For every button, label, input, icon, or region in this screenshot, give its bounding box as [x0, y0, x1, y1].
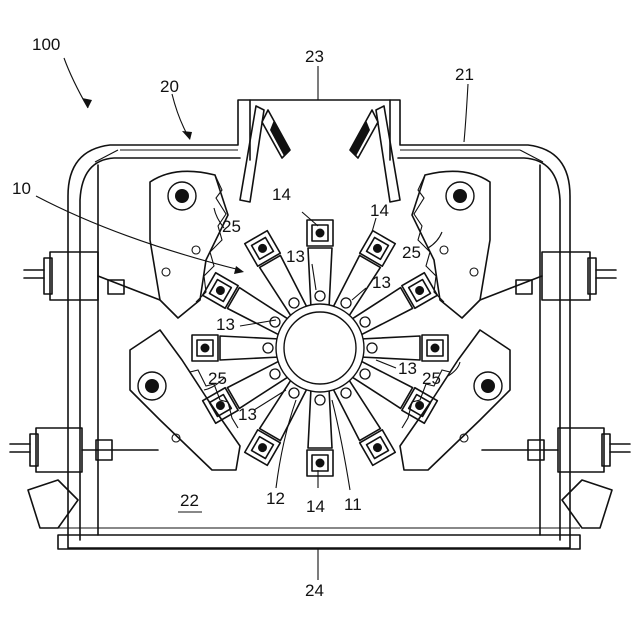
rotor-hub: [284, 312, 356, 384]
label-100: 100: [32, 35, 60, 54]
hammer-arm: [307, 220, 333, 308]
pin-hole: [339, 386, 353, 400]
label-10: 10: [12, 179, 31, 198]
label-13-top: 13: [286, 247, 305, 266]
pin-hole: [268, 315, 282, 329]
pin-hole: [367, 343, 377, 353]
label-25-left-lower: 25: [208, 369, 227, 388]
hammer-bolt-center: [431, 344, 440, 353]
label-14-right: 14: [370, 201, 389, 220]
label-22: 22: [180, 491, 199, 510]
label-25-right-lower: 25: [422, 369, 441, 388]
pin-hole: [358, 367, 372, 381]
hammer-bolt-center: [214, 284, 226, 296]
label-24: 24: [305, 581, 324, 600]
label-13-left-lower: 13: [238, 405, 257, 424]
pin-hole: [339, 296, 353, 310]
pin-hole: [287, 296, 301, 310]
hammer-arm: [348, 273, 437, 340]
hammer-bolt-center: [371, 441, 383, 453]
pin-hole: [268, 367, 282, 381]
hammer-bolt-center: [316, 459, 325, 468]
label-13-left: 13: [216, 315, 235, 334]
label-12: 12: [266, 489, 285, 508]
reference-labels: 100 20 23 21 10 14 14 25 25 13 13 13 13 …: [12, 35, 474, 600]
hammer-arm: [192, 335, 280, 361]
leader-lines: [36, 58, 468, 580]
label-25-right-upper: 25: [402, 243, 421, 262]
hammer-bolt-center: [201, 344, 210, 353]
hammer-bolt-center: [316, 229, 325, 238]
pin-hole: [315, 291, 325, 301]
label-21: 21: [455, 65, 474, 84]
label-14-bottom: 14: [306, 497, 325, 516]
feed-inlet: [240, 100, 400, 202]
pin-hole: [358, 315, 372, 329]
hammer-bolt-center: [371, 242, 383, 254]
label-13-right-lower: 13: [398, 359, 417, 378]
hammer-arm: [329, 376, 396, 465]
label-14-top: 14: [272, 185, 291, 204]
pin-hole: [263, 343, 273, 353]
hammer-arm: [245, 231, 312, 320]
label-20: 20: [160, 77, 179, 96]
label-11: 11: [344, 495, 362, 514]
label-23: 23: [305, 47, 324, 66]
label-25-left-upper: 25: [222, 217, 241, 236]
pin-hole: [287, 386, 301, 400]
hammer-arm: [360, 335, 448, 361]
label-13-right-upper: 13: [372, 273, 391, 292]
hammer-arm: [307, 388, 333, 476]
pin-hole: [315, 395, 325, 405]
hammer-bolt-center: [413, 284, 425, 296]
hammer-bolt-center: [256, 441, 268, 453]
hammer-bolt-center: [256, 242, 268, 254]
